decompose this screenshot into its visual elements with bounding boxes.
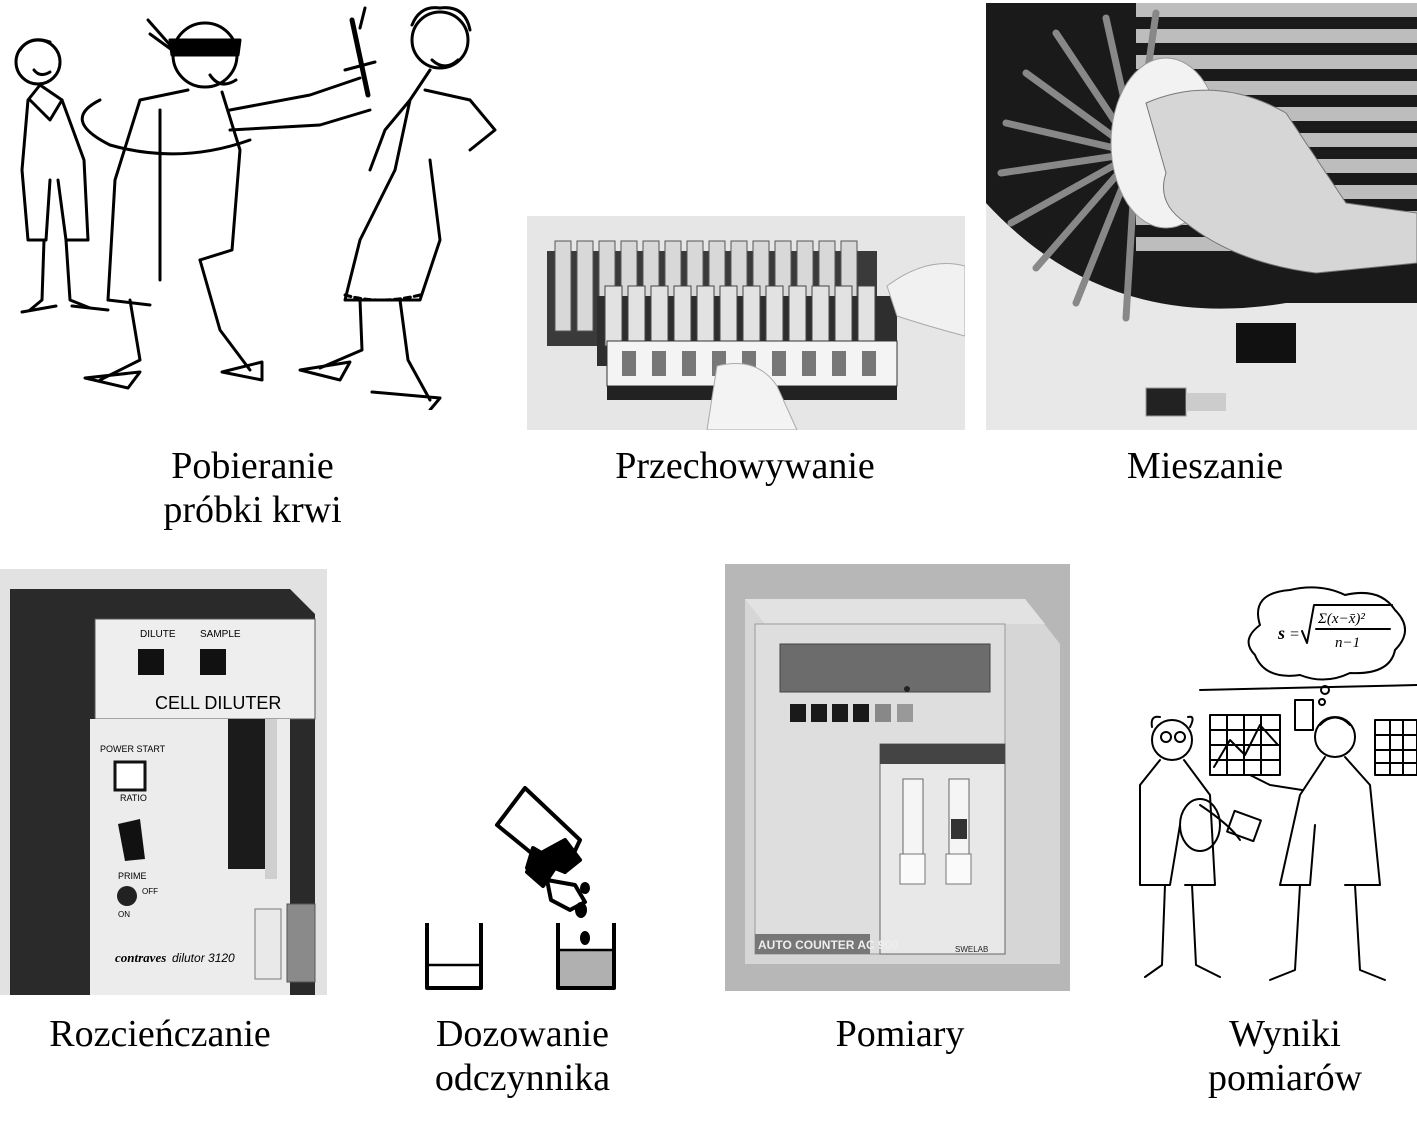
caption-line: Pomiary	[835, 1013, 965, 1055]
dilute-button	[138, 649, 164, 675]
wall-charts	[1199, 684, 1417, 776]
counter-display	[779, 643, 991, 693]
hand-right	[886, 263, 965, 337]
power-start-label: POWER START	[100, 744, 166, 754]
caption-blood-sampling: Pobieranie próbki krwi	[120, 444, 385, 532]
reagent-dosing-illustration	[415, 760, 625, 992]
vial-filled	[286, 903, 316, 983]
left-scientist	[1139, 715, 1241, 978]
brand-label: contraves	[115, 950, 166, 965]
hand-bottom	[706, 363, 798, 430]
caption-line: Mieszanie	[1126, 445, 1284, 487]
auto-counter-photo: AUTO COUNTER AC 900 SWELAB	[725, 564, 1070, 991]
dilute-label: DILUTE	[140, 629, 176, 640]
filled-beaker	[556, 923, 616, 990]
caption-line: próbki krwi	[163, 489, 342, 531]
empty-beaker	[425, 923, 483, 990]
formula-lhs: s	[1277, 623, 1285, 643]
caption-line: Przechowywanie	[615, 445, 875, 487]
caption-dilution: Rozcieńczanie	[20, 1012, 300, 1056]
caption-line: Rozcieńczanie	[49, 1013, 271, 1055]
vial-clear	[254, 908, 282, 980]
counter-name-label: AUTO COUNTER AC 900	[758, 938, 898, 952]
mixer-body	[986, 203, 1417, 430]
results-illustration: s = Σ(x−x̄)² n−1	[1130, 585, 1417, 990]
counter-brand-label: SWELAB	[955, 945, 988, 954]
sample-button	[200, 649, 226, 675]
caption-measurement: Pomiary	[800, 1012, 1000, 1056]
reagent-drops	[575, 882, 590, 945]
caption-mixing: Mieszanie	[1100, 444, 1310, 488]
counter-keys	[790, 704, 869, 722]
ratio-knob	[118, 819, 145, 861]
ratio-label: RATIO	[120, 793, 147, 803]
formula-numerator: Σ(x−x̄)²	[1317, 611, 1365, 627]
caption-line: Wyniki	[1229, 1013, 1341, 1055]
svg-text:=: =	[1290, 626, 1299, 643]
cell-diluter-photo: DILUTE SAMPLE CELL DILUTER POWER START R…	[0, 569, 327, 995]
off-label: OFF	[142, 887, 158, 896]
hand	[1145, 89, 1417, 274]
model-label: dilutor 3120	[172, 951, 235, 965]
cell-diluter-label: CELL DILUTER	[155, 693, 281, 713]
nurse-figure	[298, 6, 497, 410]
caption-line: odczynnika	[434, 1057, 611, 1099]
reagent-bottle	[495, 786, 587, 912]
caption-line: Pobieranie	[171, 445, 334, 487]
thought-bubble	[1247, 586, 1406, 681]
storage-tube-racks-photo	[527, 216, 965, 430]
blindfolded-doctor-figure	[80, 6, 377, 390]
blood-sampling-illustration	[0, 0, 510, 410]
on-off-switch	[117, 886, 137, 906]
caption-results: Wyniki pomiarów	[1180, 1012, 1390, 1100]
caption-storage: Przechowywanie	[570, 444, 920, 488]
right-scientist	[1226, 716, 1386, 981]
power-start-button	[113, 760, 147, 792]
sample-label: SAMPLE	[200, 629, 241, 640]
on-label: ON	[118, 910, 130, 919]
caption-reagent-dosing: Dozowanie odczynnika	[400, 1012, 645, 1100]
prime-label: PRIME	[118, 871, 147, 881]
formula-denominator: n−1	[1335, 635, 1360, 651]
mixing-rotator-photo: 2	[986, 3, 1417, 430]
front-rack	[597, 285, 898, 400]
caption-line: Dozowanie	[435, 1013, 610, 1055]
caption-line: pomiarów	[1207, 1057, 1363, 1099]
left-doctor-figure	[14, 38, 110, 314]
